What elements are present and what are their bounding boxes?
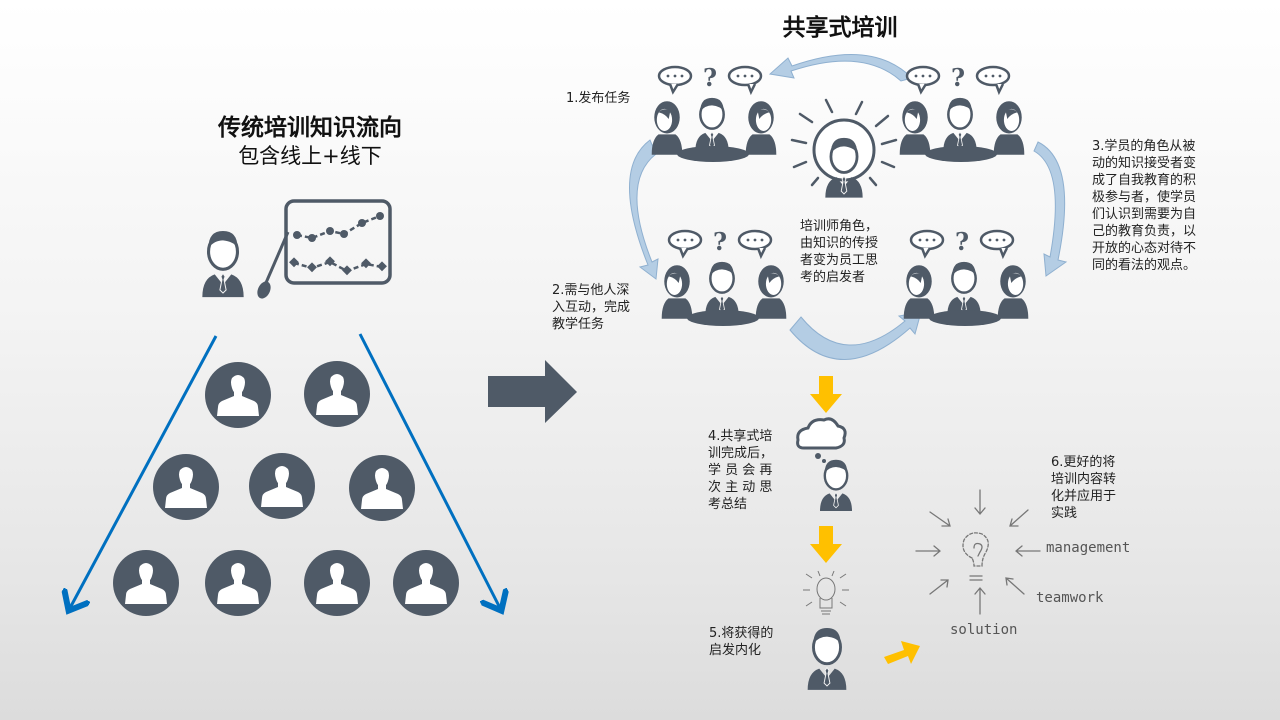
idea-person-icon	[803, 570, 849, 692]
trainer-role-line: 培训师角色，	[800, 219, 879, 234]
audience-group	[113, 361, 459, 616]
step-6-line: 培训内容转	[1051, 472, 1117, 487]
discussion-group-icon	[904, 227, 1029, 326]
trainer-role-line: 由知识的传授	[800, 236, 879, 251]
trainer-role-line: 者变为员工思	[800, 253, 879, 268]
knowledge-flow-arrow-left	[70, 335, 218, 608]
step-3-line: 同的看法的观点。	[1092, 258, 1197, 273]
step-2-line: 入互动，完成	[552, 300, 631, 315]
step-3-line: 动的知识接受者变	[1092, 156, 1197, 171]
discussion-group-icon	[900, 63, 1025, 162]
sketch-lightbulb-icon	[915, 489, 1041, 615]
step-4-line: 训完成后，	[708, 446, 774, 461]
sketch-word-solution: solution	[950, 622, 1018, 638]
step-3-line: 开放的心态对待不	[1092, 241, 1197, 256]
presenter-with-chart-icon	[200, 199, 392, 300]
right-arrow-icon	[488, 360, 577, 423]
step-4-line: 考总结	[708, 497, 748, 512]
user-circle-icon	[304, 361, 370, 427]
user-circle-icon	[304, 550, 370, 616]
down-arrow-icon	[810, 376, 842, 413]
step-3-line: 3.学员的角色从被	[1092, 139, 1196, 154]
trainer-lightbulb-icon	[790, 98, 898, 200]
user-circle-icon	[153, 454, 219, 520]
step-2-line: 2.需与他人深	[552, 283, 630, 298]
step-arrows	[810, 376, 920, 664]
trainer-role-line: 考的启发者	[800, 270, 866, 285]
discussion-group-icon	[652, 63, 777, 162]
step-4-line: 学 员 会 再	[708, 463, 773, 478]
diagonal-arrow-icon	[884, 641, 920, 664]
trainer-role-label: 培训师角色， 由知识的传授 者变为员工思 考的启发者	[800, 218, 910, 286]
sketch-word-management: management	[1046, 540, 1131, 556]
user-circle-icon	[393, 550, 459, 616]
step-3-line: 们认识到需要为自	[1092, 207, 1197, 222]
step-3-label: 3.学员的角色从被 动的知识接受者变 成了自我教育的积 极参与者，使学员 们认识…	[1092, 138, 1222, 274]
step-6-label: 6.更好的将 培训内容转 化并应用于 实践	[1051, 454, 1141, 522]
step-3-line: 己的教育负责，以	[1092, 224, 1197, 239]
left-title: 传统培训知识流向	[218, 115, 402, 141]
step-3-line: 成了自我教育的积	[1092, 173, 1197, 188]
step-6-line: 6.更好的将	[1051, 455, 1116, 470]
knowledge-flow-arrow-right	[358, 333, 500, 608]
step-5-line: 启发内化	[709, 643, 762, 658]
right-title: 共享式培训	[782, 15, 898, 41]
step-4-line: 次 主 动 思	[708, 480, 773, 495]
cycle-arrows	[629, 53, 1068, 360]
sketch-word-teamwork: teamwork	[1036, 590, 1104, 606]
user-circle-icon	[113, 550, 179, 616]
step-2-label: 2.需与他人深 入互动，完成 教学任务	[552, 282, 652, 333]
step-5-line: 5.将获得的	[709, 626, 774, 641]
step-5-label: 5.将获得的 启发内化	[709, 625, 799, 659]
discussion-group-icon	[662, 227, 787, 326]
step-4-line: 4.共享式培	[708, 429, 773, 444]
step-2-line: 教学任务	[552, 317, 605, 332]
left-subtitle: 包含线上+线下	[238, 144, 382, 168]
step-1-label: 1.发布任务	[566, 91, 631, 106]
down-arrow-icon	[810, 526, 842, 563]
thinking-person-icon	[796, 417, 854, 513]
user-circle-icon	[205, 550, 271, 616]
step-6-line: 实践	[1051, 506, 1078, 521]
step-6-line: 化并应用于	[1051, 489, 1117, 504]
user-circle-icon	[205, 362, 271, 428]
step-4-label: 4.共享式培 训完成后， 学 员 会 再 次 主 动 思 考总结	[708, 428, 788, 513]
user-circle-icon	[349, 455, 415, 521]
step-3-line: 极参与者，使学员	[1092, 190, 1197, 205]
user-circle-icon	[249, 453, 315, 519]
